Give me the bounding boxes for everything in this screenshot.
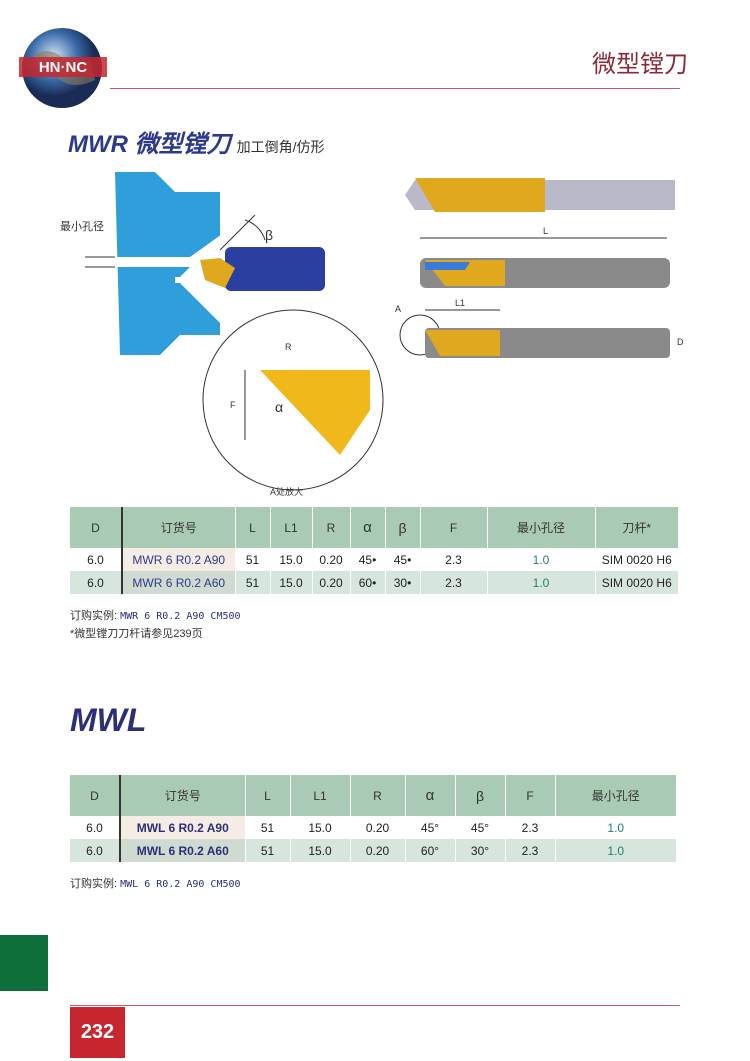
col-header: β	[384, 507, 420, 548]
col-header: 订货号	[121, 507, 235, 548]
col-header: L1	[269, 507, 312, 548]
cell: 1.0	[554, 816, 676, 839]
cell: 0.20	[349, 816, 405, 839]
cell: 2.3	[419, 548, 487, 571]
cell: 15.0	[269, 548, 312, 571]
cell: 51	[234, 548, 270, 571]
col-header: 刀杆*	[594, 507, 678, 548]
svg-text:HN·NC: HN·NC	[39, 59, 87, 76]
col-header: 订货号	[119, 775, 245, 816]
cell: 30•	[384, 571, 420, 594]
section-heading-mwl: MWL	[70, 702, 147, 738]
example-code: MWR 6 R0.2 A90 CM500	[120, 611, 241, 622]
svg-text:最小孔径: 最小孔径	[60, 220, 104, 233]
label: 订购实例:	[70, 610, 118, 622]
cell: 51	[244, 816, 290, 839]
svg-text:A处放大: A处放大	[270, 486, 303, 497]
svg-text:L: L	[543, 226, 548, 236]
cell: 6.0	[70, 571, 123, 594]
svg-text:β: β	[265, 227, 273, 243]
divider	[110, 88, 680, 89]
order-code: MWL 6 R0.2 A90	[119, 816, 245, 839]
order-example: 订购实例: MWR 6 R0.2 A90 CM500	[70, 607, 241, 623]
divider	[70, 1005, 680, 1006]
order-code: MWR 6 R0.2 A90	[121, 548, 235, 571]
col-header: β	[454, 775, 505, 816]
cell: 1.0	[486, 571, 595, 594]
cell: 45•	[384, 548, 420, 571]
col-header: F	[504, 775, 555, 816]
col-header: L1	[289, 775, 350, 816]
example-code: MWL 6 R0.2 A90 CM500	[120, 879, 241, 890]
cell: SIM 0020 H6	[594, 548, 678, 571]
col-header: D	[70, 507, 123, 548]
cell: 15.0	[289, 839, 350, 862]
cell: 51	[244, 839, 290, 862]
cell: 51	[234, 571, 270, 594]
col-header: L	[234, 507, 270, 548]
label: 订购实例:	[70, 878, 118, 890]
order-code: MWR 6 R0.2 A60	[121, 571, 235, 594]
col-header: 最小孔径	[486, 507, 595, 548]
col-header: D	[70, 775, 121, 816]
company-logo: HN·NC	[15, 25, 110, 110]
cell: 6.0	[70, 816, 121, 839]
svg-text:R: R	[285, 342, 292, 352]
reference-note: *微型镗刀刀杆请参见239页	[70, 628, 203, 640]
col-header: R	[349, 775, 405, 816]
order-example: 订购实例: MWL 6 R0.2 A90 CM500	[70, 875, 241, 891]
section-subtitle: 加工倒角/仿形	[236, 139, 325, 155]
svg-text:A: A	[395, 304, 401, 314]
cell: 0.20	[311, 548, 350, 571]
col-header: F	[419, 507, 487, 548]
section-heading-mwr: MWR 微型镗刀加工倒角/仿形	[68, 124, 325, 159]
col-header: 最小孔径	[554, 775, 676, 816]
page-number: 232	[70, 1007, 125, 1058]
cell: 45°	[454, 816, 505, 839]
cell: 0.20	[311, 571, 350, 594]
cell: 6.0	[70, 839, 121, 862]
svg-text:α: α	[275, 399, 283, 415]
svg-text:L1: L1	[455, 298, 465, 308]
cell: 6.0	[70, 548, 123, 571]
cell: 60•	[349, 571, 385, 594]
col-header: R	[311, 507, 350, 548]
cell: SIM 0020 H6	[594, 571, 678, 594]
col-header: L	[244, 775, 290, 816]
col-header: α	[349, 507, 385, 548]
section-tab-marker	[0, 935, 48, 991]
order-code: MWL 6 R0.2 A60	[119, 839, 245, 862]
cell: 30°	[454, 839, 505, 862]
cell: 2.3	[419, 571, 487, 594]
svg-text:F: F	[230, 400, 236, 410]
cell: 1.0	[554, 839, 676, 862]
cell: 1.0	[486, 548, 595, 571]
cell: 2.3	[504, 816, 555, 839]
tool-diagram: β 最小孔径 R α F A处放大 L L1 A D	[60, 172, 684, 497]
svg-text:D: D	[677, 337, 684, 347]
cell: 0.20	[349, 839, 405, 862]
cell: 60°	[404, 839, 455, 862]
page-title: 微型镗刀	[592, 51, 688, 78]
cell: 45•	[349, 548, 385, 571]
cell: 2.3	[504, 839, 555, 862]
col-header: α	[404, 775, 455, 816]
cell: 15.0	[269, 571, 312, 594]
cell: 15.0	[289, 816, 350, 839]
cell: 45°	[404, 816, 455, 839]
model-name: MWR 微型镗刀	[68, 131, 231, 158]
